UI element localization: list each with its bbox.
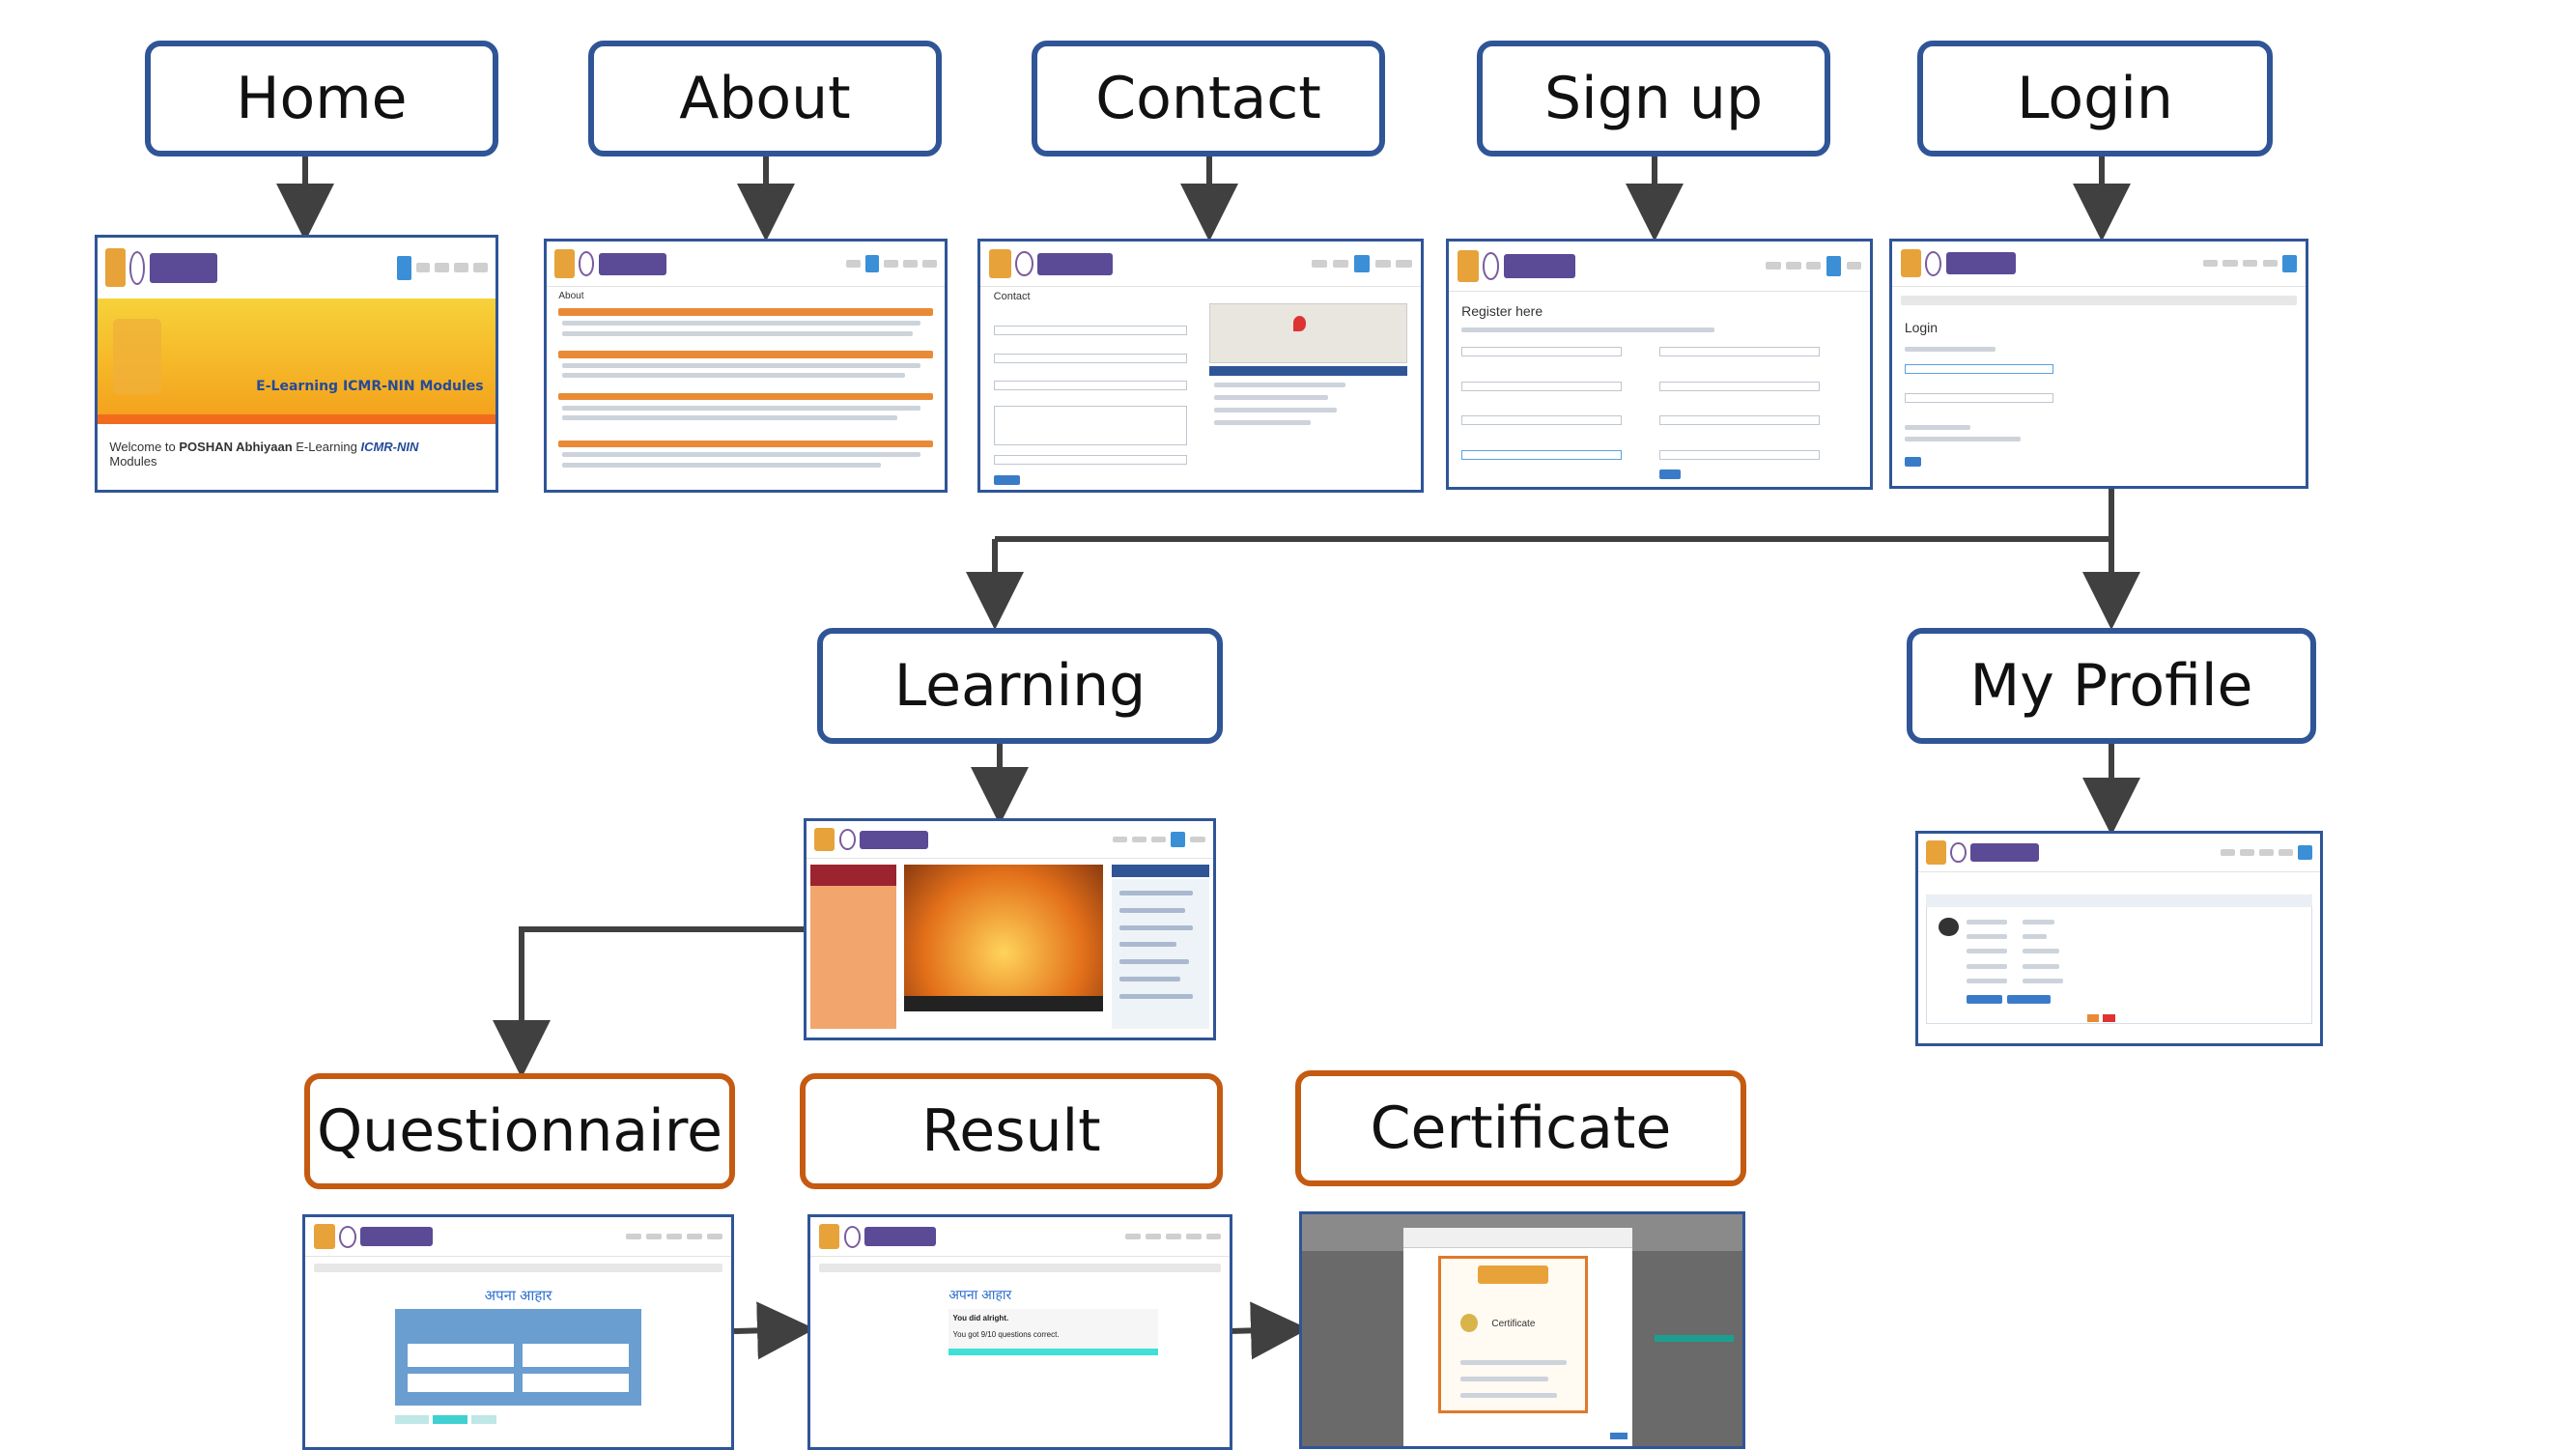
node-contact-label: Contact bbox=[1095, 65, 1321, 132]
home-welcome-pre: Welcome to bbox=[109, 439, 180, 454]
node-result: Result bbox=[800, 1073, 1223, 1189]
arrow-q-result bbox=[733, 1301, 815, 1360]
signup-title: Register here bbox=[1461, 302, 1543, 319]
contact-title: Contact bbox=[993, 291, 1031, 303]
node-result-label: Result bbox=[921, 1097, 1101, 1165]
result-title: अपना आहार bbox=[948, 1287, 1012, 1303]
screenshot-home: E-Learning ICMR-NIN Modules Welcome to P… bbox=[95, 235, 498, 493]
screenshot-login: Login bbox=[1889, 239, 2308, 489]
node-about-label: About bbox=[679, 65, 851, 132]
home-welcome-post: Modules bbox=[109, 453, 157, 469]
screenshot-signup: Register here bbox=[1446, 239, 1873, 490]
node-signup-label: Sign up bbox=[1543, 65, 1764, 132]
node-learning-label: Learning bbox=[893, 652, 1146, 720]
home-welcome: Welcome to POSHAN Abhiyaan E-Learning IC… bbox=[109, 440, 418, 469]
node-login-label: Login bbox=[2017, 65, 2173, 132]
screenshot-certificate: Certificate bbox=[1299, 1211, 1745, 1449]
screenshot-about: About bbox=[544, 239, 948, 493]
node-certificate-label: Certificate bbox=[1370, 1095, 1672, 1162]
result-line2: You got 9/10 questions correct. bbox=[952, 1329, 1060, 1339]
home-banner-text: E-Learning ICMR-NIN Modules bbox=[256, 379, 484, 395]
node-questionnaire: Questionnaire bbox=[304, 1073, 735, 1189]
node-my-profile: My Profile bbox=[1907, 628, 2316, 744]
arrow-result-cert bbox=[1229, 1301, 1309, 1360]
node-about: About bbox=[588, 41, 942, 156]
node-certificate: Certificate bbox=[1295, 1070, 1746, 1186]
home-welcome-icmr: ICMR-NIN bbox=[360, 439, 419, 454]
screenshot-questionnaire: अपना आहार bbox=[302, 1214, 734, 1450]
screenshot-my-profile bbox=[1915, 831, 2323, 1046]
login-title: Login bbox=[1904, 319, 1939, 335]
result-line1: You did alright. bbox=[952, 1313, 1009, 1322]
node-home: Home bbox=[145, 41, 498, 156]
certificate-title: Certificate bbox=[1491, 1319, 1536, 1329]
node-questionnaire-label: Questionnaire bbox=[316, 1097, 723, 1165]
node-home-label: Home bbox=[236, 65, 408, 132]
questionnaire-title: अपना आहार bbox=[484, 1288, 552, 1305]
node-contact: Contact bbox=[1032, 41, 1385, 156]
connector-login-branch bbox=[995, 489, 2114, 542]
about-title: About bbox=[558, 291, 584, 302]
node-learning: Learning bbox=[817, 628, 1223, 744]
screenshot-result: अपना आहार You did alright. You got 9/10 … bbox=[807, 1214, 1232, 1450]
home-welcome-brand: POSHAN Abhiyaan bbox=[179, 439, 293, 454]
node-login: Login bbox=[1917, 41, 2273, 156]
screenshot-learning bbox=[804, 818, 1216, 1040]
home-welcome-mid: E-Learning bbox=[292, 439, 361, 454]
node-signup: Sign up bbox=[1477, 41, 1830, 156]
arrow-to-questionnaire bbox=[493, 926, 804, 1078]
screenshot-contact: Contact bbox=[977, 239, 1424, 493]
node-my-profile-label: My Profile bbox=[1969, 652, 2253, 720]
